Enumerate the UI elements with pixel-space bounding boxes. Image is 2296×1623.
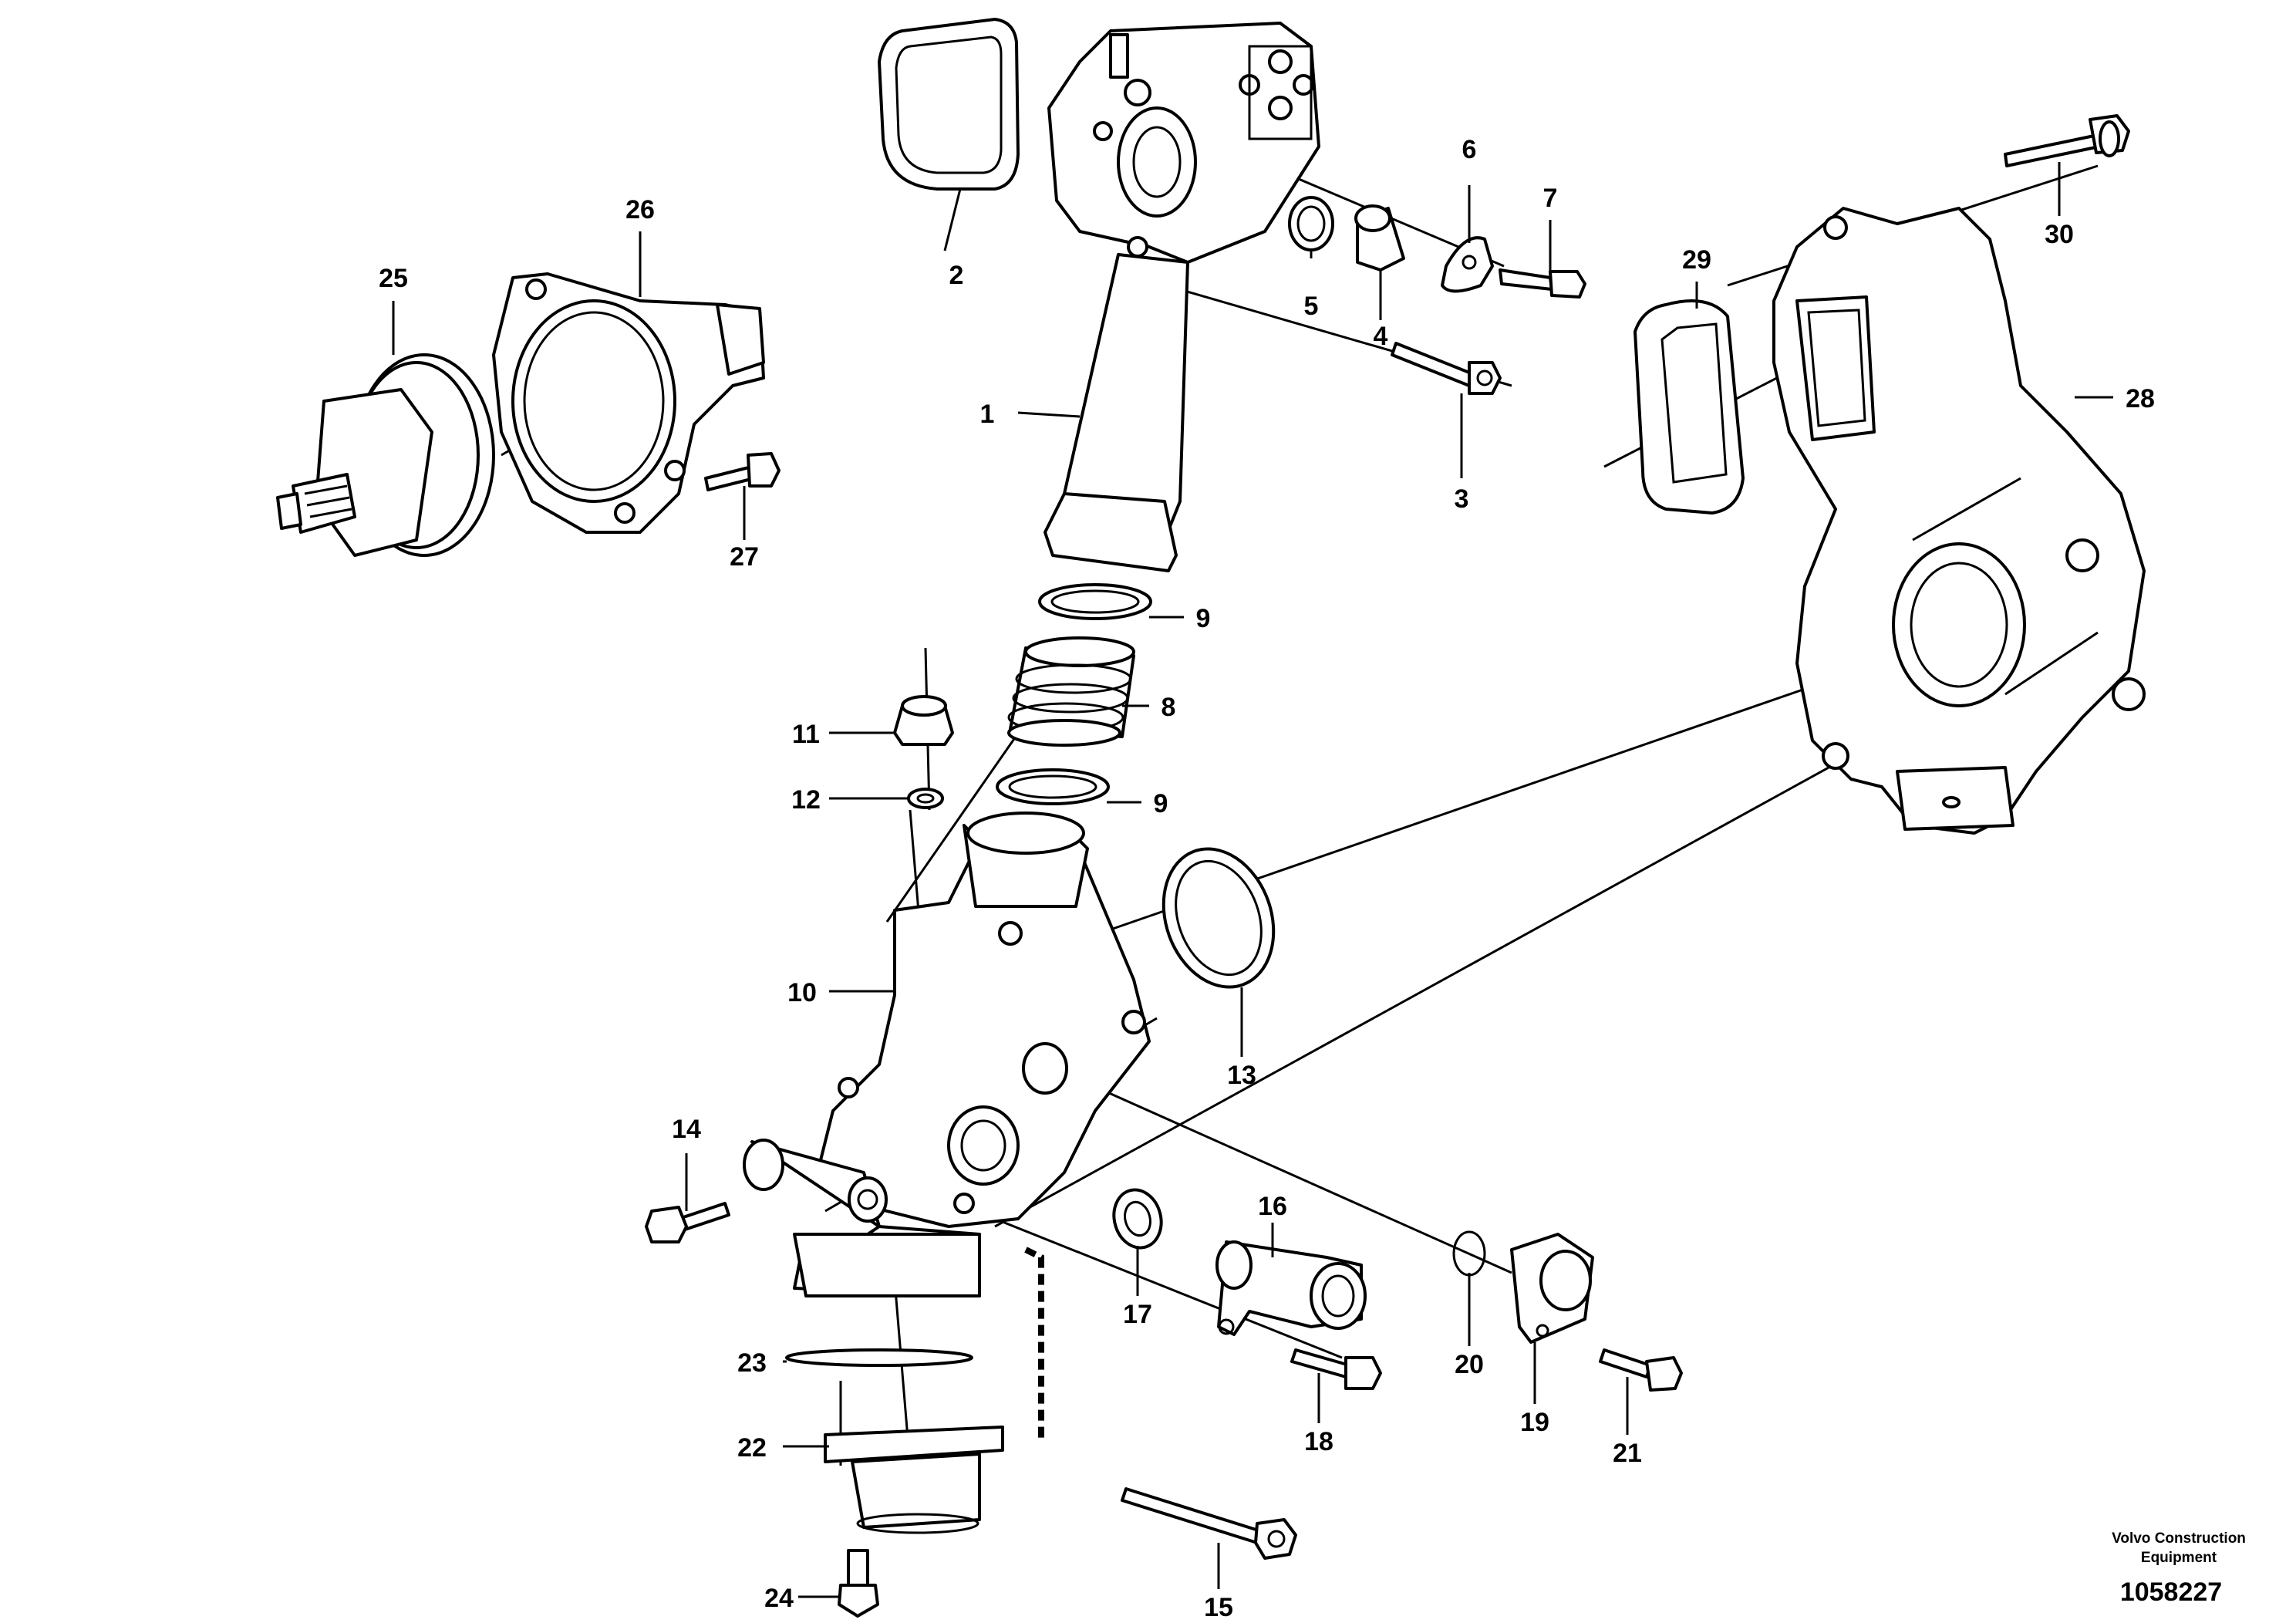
callout-14: 14 (672, 1115, 701, 1144)
outlet-elbow (743, 1139, 981, 1297)
callout-5: 5 (1304, 292, 1319, 321)
callout-15: 15 (1204, 1593, 1233, 1622)
seal-part-5 (1288, 196, 1334, 251)
sleeve-part-8 (1007, 636, 1135, 747)
callout-10: 10 (787, 978, 817, 1007)
callout-13: 13 (1227, 1061, 1256, 1090)
gasket-part-2 (878, 18, 1020, 191)
cover-flange-part-19 (1510, 1233, 1594, 1344)
screw-part-15 (1121, 1487, 1297, 1560)
callout-24: 24 (764, 1584, 794, 1613)
callout-6: 6 (1462, 135, 1477, 164)
callout-17: 17 (1123, 1300, 1152, 1329)
callout-11: 11 (792, 720, 820, 749)
gasket-part-29 (1633, 299, 1745, 515)
callout-2: 2 (949, 261, 964, 290)
thermostat-part-25 (276, 353, 495, 557)
callout-28: 28 (2126, 384, 2155, 413)
callout-labels: 1 2 3 4 5 6 7 8 9 9 10 11 12 13 14 15 16… (379, 135, 2155, 1622)
o-ring-part-23 (785, 1348, 973, 1367)
callout-25: 25 (379, 264, 408, 293)
callout-8: 8 (1161, 693, 1176, 722)
callout-3: 3 (1455, 484, 1469, 514)
callout-19: 19 (1520, 1408, 1549, 1437)
screw-part-24 (838, 1549, 879, 1618)
callout-9-upper: 9 (1196, 604, 1211, 633)
washer-part-12 (907, 788, 944, 809)
brand-line-1: Volvo Construction (2112, 1530, 2246, 1547)
water-housing-part-10 (816, 812, 1151, 1228)
footer: Volvo Construction Equipment 1058227 (2112, 1530, 2246, 1607)
callout-29: 29 (1682, 245, 1711, 275)
clip-part-6 (1441, 236, 1494, 293)
callout-9-lower: 9 (1154, 789, 1168, 818)
screw-part-27 (704, 452, 781, 491)
seal-ring-part-17 (1112, 1188, 1163, 1250)
flange-pipe-part-22 (824, 1426, 1004, 1534)
callout-18: 18 (1304, 1427, 1333, 1456)
callout-20: 20 (1455, 1350, 1484, 1379)
screw-part-30 (2004, 114, 2130, 167)
brand-line-2: Equipment (2141, 1550, 2217, 1566)
sleeve-part-4 (1354, 204, 1405, 272)
callout-22: 22 (737, 1433, 767, 1463)
screw-part-18 (1290, 1348, 1382, 1390)
dashed-leader-15 (1024, 1247, 1044, 1442)
plug-part-11 (893, 695, 954, 746)
callout-1: 1 (980, 400, 995, 429)
screw-part-3 (1391, 342, 1502, 395)
callout-23: 23 (737, 1348, 767, 1378)
callout-12: 12 (791, 785, 821, 815)
screw-part-14 (645, 1202, 730, 1243)
callout-26: 26 (625, 195, 655, 224)
document-number: 1058227 (2120, 1577, 2222, 1607)
callout-7: 7 (1543, 184, 1558, 213)
callout-16: 16 (1258, 1192, 1287, 1221)
thermostat-housing-part-1 (1043, 22, 1320, 572)
water-pump-housing-part-28 (1772, 207, 2146, 835)
thermostat-cover-part-26 (492, 272, 765, 534)
seal-ring-part-9-lower (996, 768, 1110, 805)
callout-30: 30 (2045, 220, 2074, 249)
callout-27: 27 (730, 542, 759, 572)
pipe-connector-part-16 (1215, 1240, 1367, 1336)
screw-part-7 (1499, 268, 1586, 299)
callout-4: 4 (1374, 322, 1388, 351)
seal-ring-part-13 (1161, 847, 1276, 989)
screw-part-21 (1599, 1348, 1683, 1392)
callout-leaders (392, 162, 2113, 1598)
seal-ring-part-9-upper (1038, 583, 1152, 620)
callout-21: 21 (1613, 1439, 1642, 1468)
